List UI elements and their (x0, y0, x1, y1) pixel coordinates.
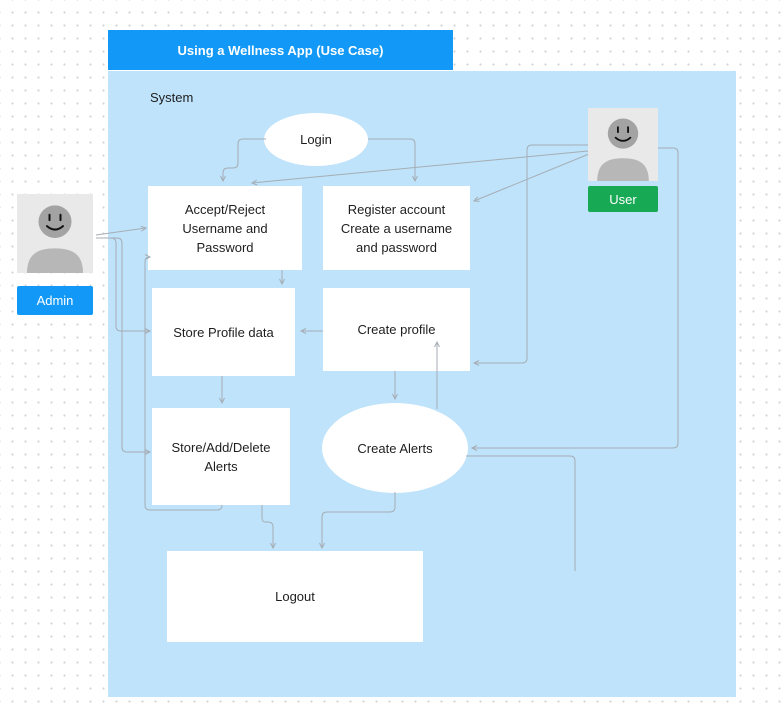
person-icon (588, 108, 658, 181)
person-icon (17, 194, 93, 273)
diagram-title: Using a Wellness App (Use Case) (177, 42, 384, 58)
actor-user[interactable]: User (588, 108, 658, 212)
actor-user-label: User (609, 191, 637, 207)
usecase-logout-label: Logout (275, 589, 315, 604)
usecase-store-add-delete-alerts-label: Store/Add/Delete Alerts (171, 439, 271, 474)
usecase-register-account[interactable]: Register account Create a username and p… (323, 186, 470, 270)
diagram-title-bar[interactable]: Using a Wellness App (Use Case) (108, 30, 453, 70)
usecase-create-alerts[interactable]: Create Alerts (322, 403, 468, 493)
usecase-logout[interactable]: Logout (167, 551, 423, 642)
actor-admin[interactable]: Admin (17, 194, 93, 315)
usecase-login[interactable]: Login (264, 113, 368, 166)
usecase-create-profile[interactable]: Create profile (323, 288, 470, 371)
usecase-store-add-delete-alerts[interactable]: Store/Add/Delete Alerts (152, 408, 290, 505)
usecase-login-label: Login (300, 132, 332, 147)
usecase-store-profile-data-label: Store Profile data (173, 324, 274, 340)
usecase-accept-reject-label: Accept/Reject Username and Password (182, 201, 268, 255)
person-smiley-icon (597, 118, 649, 181)
actor-admin-label: Admin (36, 293, 74, 308)
usecase-create-profile-label: Create profile (357, 322, 436, 337)
usecase-store-profile-data[interactable]: Store Profile data (152, 288, 295, 376)
usecase-register-account-label: Register account Create a username and p… (340, 201, 453, 255)
actor-admin-badge[interactable]: Admin (17, 286, 93, 315)
actor-user-badge[interactable]: User (588, 186, 658, 212)
person-smiley-icon (27, 205, 83, 273)
usecase-create-alerts-label: Create Alerts (357, 440, 433, 456)
system-label: System (150, 90, 194, 105)
usecase-accept-reject[interactable]: Accept/Reject Username and Password (148, 186, 302, 270)
